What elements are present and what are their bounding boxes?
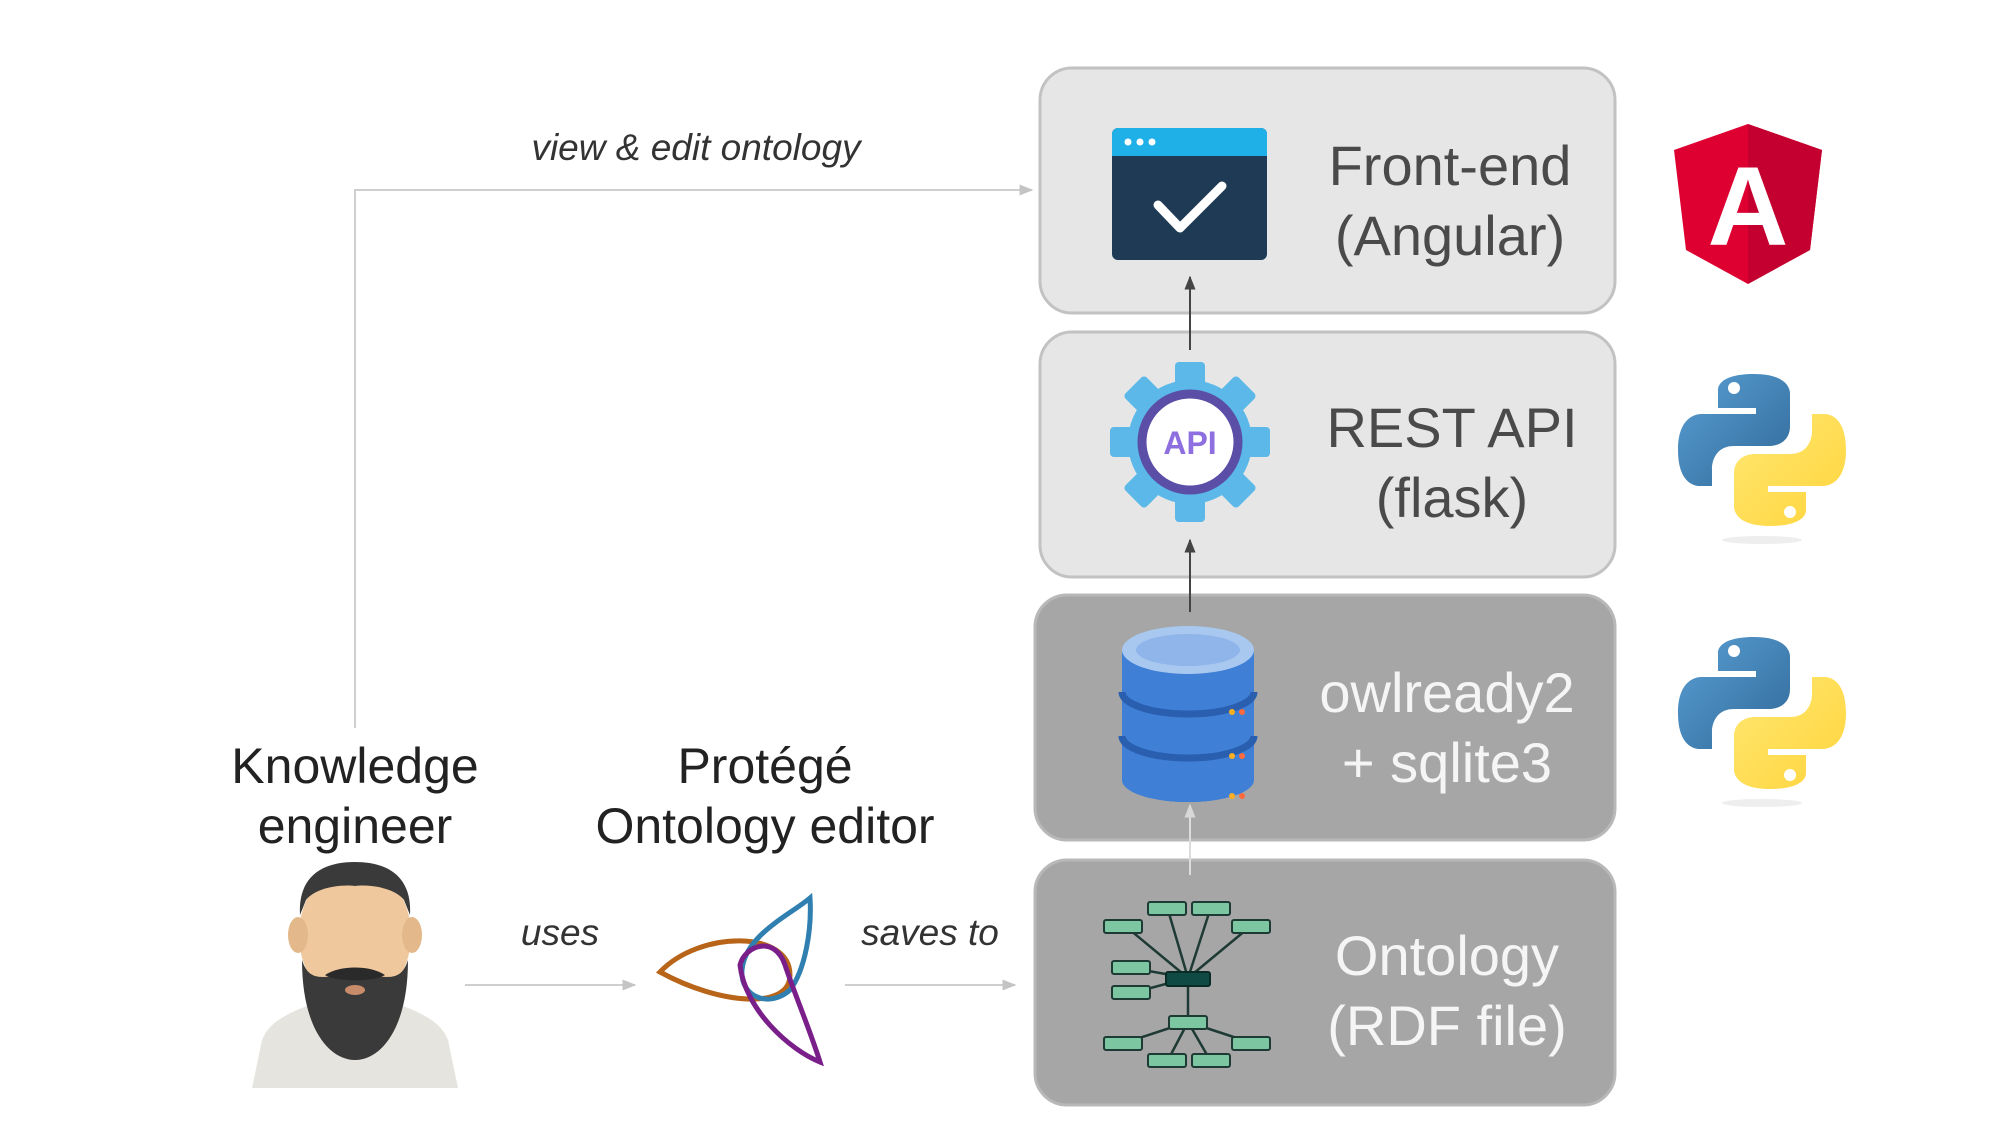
- db-title-line1: owlready2: [1319, 661, 1574, 724]
- protege-logo-icon: [655, 892, 824, 1067]
- ontology-layer-box: [1033, 858, 1617, 1107]
- api-title-line2: (flask): [1376, 466, 1528, 529]
- edge-view-edit: [354, 184, 1034, 728]
- python-logo-icon: [1678, 374, 1846, 544]
- angular-letter: A: [1708, 144, 1789, 269]
- angular-logo-icon: A: [1674, 124, 1822, 284]
- edge-label-uses: uses: [521, 912, 599, 953]
- frontend-title-line2: (Angular): [1335, 204, 1565, 267]
- protege-label-line1: Protégé: [677, 738, 852, 794]
- api-icon-text: API: [1163, 425, 1216, 461]
- api-gear-icon: API: [1110, 362, 1270, 522]
- bearded-person-icon: [252, 862, 458, 1088]
- edge-label-view-edit: view & edit ontology: [531, 127, 863, 168]
- api-title-line1: REST API: [1326, 396, 1577, 459]
- ontology-title-line1: Ontology: [1335, 924, 1559, 987]
- graph-tree-icon: [1103, 901, 1271, 1068]
- ontology-title-line2: (RDF file): [1327, 994, 1567, 1057]
- protege-label-line2: Ontology editor: [595, 798, 934, 854]
- database-icon: [1118, 626, 1258, 802]
- db-title-line2: + sqlite3: [1342, 731, 1552, 794]
- python-logo-icon: [1678, 637, 1846, 807]
- browser-check-icon: [1112, 128, 1267, 260]
- engineer-label-line2: engineer: [258, 798, 453, 854]
- edge-label-saves-to: saves to: [861, 912, 999, 953]
- frontend-title-line1: Front-end: [1329, 134, 1572, 197]
- engineer-label-line1: Knowledge: [231, 738, 478, 794]
